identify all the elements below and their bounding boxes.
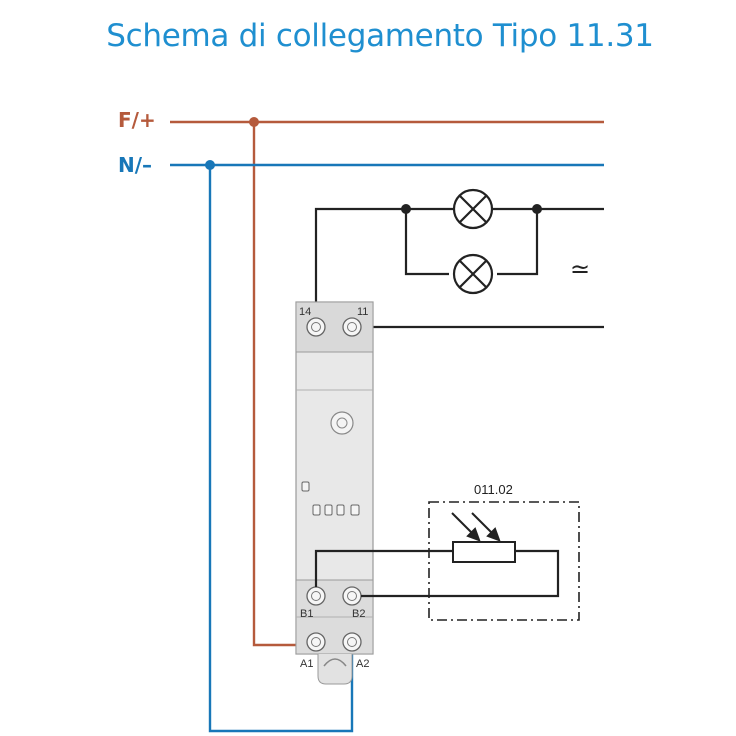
neutral-wire [170,163,604,733]
diagram-title: Schema di collegamento Tipo 11.31 [106,18,653,54]
phase-wire [170,120,604,647]
terminal-label-a1: A1 [300,658,313,670]
sensor-enclosure [428,501,580,621]
photoresistor [452,541,516,563]
sensor-wires [314,549,560,598]
screw-terminal-a1 [306,632,326,652]
light-arrows-icon [451,512,501,542]
relay-device [295,301,374,685]
lamp-bottom [452,253,494,295]
terminal-label-b1: B1 [300,608,313,620]
lamp-junction-dot-right [532,204,542,214]
screw-terminal-11 [342,317,362,337]
sensor-code-label: 011.02 [474,482,513,497]
ac-symbol: ≃ [570,255,590,283]
status-leds [301,481,360,516]
screw-terminal-b1 [306,586,326,606]
screw-terminal-b2 [342,586,362,606]
terminal-label-14: 14 [299,306,311,318]
load-wires [314,207,604,329]
screw-terminal-a2 [342,632,362,652]
terminal-label-b2: B2 [352,608,365,620]
screw-terminal-14 [306,317,326,337]
neutral-junction-dot [205,160,215,170]
lamp-junction-dot-left [401,204,411,214]
phase-junction-dot [249,117,259,127]
terminal-label-a2: A2 [356,658,369,670]
neutral-line-label: N/– [118,153,152,177]
phase-line-label: F/+ [118,108,156,132]
terminal-label-11: 11 [357,306,368,318]
adjust-knob [330,411,354,435]
lamp-top [452,188,494,230]
